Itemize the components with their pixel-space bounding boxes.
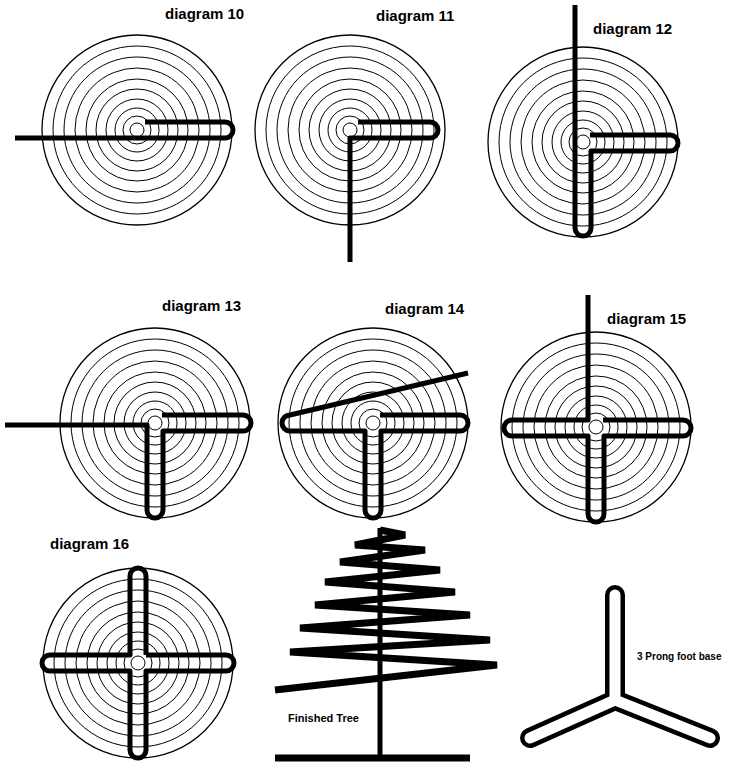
wire bbox=[504, 295, 691, 522]
wire bbox=[5, 415, 251, 518]
ring-jig bbox=[501, 332, 691, 522]
ring-jig bbox=[42, 35, 232, 225]
foot-base-inner bbox=[530, 595, 710, 738]
diagram-number: diagram 13 bbox=[162, 298, 241, 315]
wire bbox=[42, 568, 234, 758]
tree-base bbox=[275, 755, 470, 762]
ring-jig bbox=[278, 328, 468, 518]
ring-jig bbox=[43, 568, 233, 758]
foot-base-outline bbox=[530, 595, 710, 738]
diagram-number: diagram 11 bbox=[376, 8, 454, 25]
wire bbox=[575, 5, 678, 236]
wire bbox=[15, 122, 233, 138]
diagram-number: diagram 12 bbox=[593, 21, 672, 38]
diagram-number: diagram 15 bbox=[607, 311, 686, 328]
ring-jig bbox=[488, 47, 678, 237]
diagram-number: diagram 16 bbox=[50, 536, 129, 553]
diagram-number: diagram 10 bbox=[165, 6, 244, 23]
wire bbox=[350, 122, 438, 262]
tree-zigzag bbox=[275, 530, 497, 690]
caption-label: 3 Prong foot base bbox=[637, 651, 721, 662]
wire bbox=[282, 373, 468, 518]
caption-label: Finished Tree bbox=[288, 712, 359, 724]
diagram-number: diagram 14 bbox=[385, 301, 464, 318]
